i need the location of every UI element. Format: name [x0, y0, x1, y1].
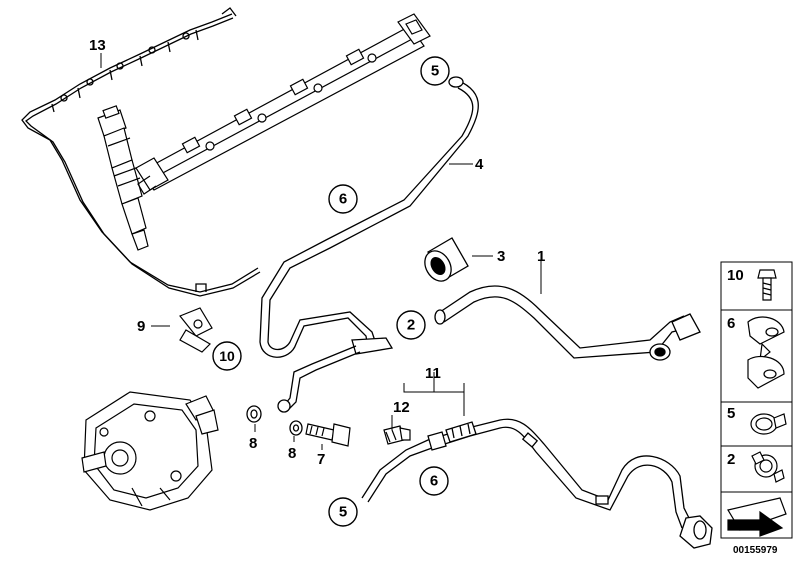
- wiring-harness: [21, 7, 261, 297]
- callout-3: 3: [497, 248, 505, 265]
- svg-text:5: 5: [431, 63, 439, 80]
- fitting-12: [383, 425, 411, 445]
- callout-5-bottom: 5: [328, 497, 358, 527]
- reference-number: 00155979: [733, 545, 778, 556]
- legend-number-10: 10: [727, 267, 744, 284]
- seal-ring-right: [289, 420, 303, 436]
- callout-4: 4: [475, 156, 484, 173]
- leader-lines: [100, 53, 542, 450]
- common-rail: [135, 13, 431, 195]
- fuel-injector: [97, 105, 149, 251]
- spring-clamp-icon: [751, 451, 785, 483]
- callout-8-left: 8: [249, 435, 257, 452]
- parts-legend: 10 6 5 2: [720, 261, 793, 556]
- seal-ring-left: [246, 405, 262, 423]
- holder-clip-9: [179, 307, 213, 353]
- gasket-arrow-icon: [727, 497, 787, 537]
- svg-text:6: 6: [430, 473, 438, 490]
- callout-6-mid: 6: [328, 184, 358, 214]
- hose-clamp-icon: [750, 413, 787, 435]
- svg-text:2: 2: [407, 317, 415, 334]
- callout-11: 11: [425, 365, 441, 382]
- callout-8-right: 8: [288, 445, 296, 462]
- callout-2: 2: [396, 310, 426, 340]
- callout-13: 13: [89, 37, 106, 54]
- fuel-return-hose-4: [259, 76, 479, 413]
- callout-12: 12: [393, 399, 410, 416]
- callout-1: 1: [537, 248, 545, 265]
- callout-6-bottom: 6: [419, 466, 449, 496]
- cable-clip-icon: [747, 316, 785, 389]
- callout-10: 10: [212, 341, 242, 371]
- svg-text:10: 10: [219, 348, 235, 364]
- callout-7: 7: [317, 451, 325, 468]
- callout-9: 9: [137, 318, 145, 335]
- rubber-grommet: [424, 237, 469, 282]
- legend-number-6: 6: [727, 315, 735, 332]
- svg-text:5: 5: [339, 504, 347, 521]
- svg-text:6: 6: [339, 191, 347, 208]
- fuel-hose-1: [434, 285, 701, 361]
- legend-number-5: 5: [727, 405, 735, 422]
- bolt-icon: [757, 269, 777, 301]
- banjo-bolt: [305, 423, 351, 447]
- legend-number-2: 2: [727, 451, 735, 468]
- fuel-line-11: [361, 418, 713, 549]
- callout-5-top: 5: [420, 56, 450, 86]
- high-pressure-pump: [81, 391, 219, 511]
